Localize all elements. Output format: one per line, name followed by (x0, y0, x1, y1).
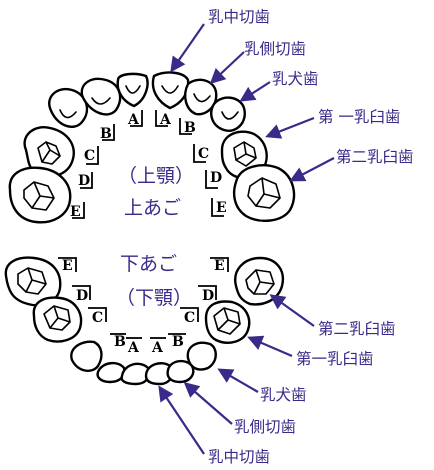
lower-right-lateral-incisor (96, 361, 126, 384)
upper-jaw-label: 上あご (124, 197, 181, 219)
svg-text:E: E (62, 258, 73, 274)
lower-letter-b-left: B (168, 333, 186, 350)
upper-letter-labels: E D C B A A B C (70, 110, 227, 220)
upper-arrow-canine (239, 81, 271, 102)
svg-text:B: B (184, 120, 196, 136)
svg-text:E: E (214, 258, 225, 274)
svg-text:C: C (84, 148, 95, 164)
lower-callout-first-molar: 第一乳臼歯 (296, 350, 374, 368)
lower-arrow-lateral-incisor (183, 381, 233, 425)
upper-arrow-lateral-incisor (209, 51, 245, 85)
upper-teeth (8, 71, 296, 224)
upper-callout-lateral-incisor: 乳側切歯 (244, 40, 306, 58)
lower-letter-c-left: C (180, 307, 199, 326)
upper-right-central-incisor (116, 72, 149, 108)
upper-letter-c-right: C (84, 146, 99, 165)
svg-text:D: D (78, 173, 90, 189)
lower-jaw-label-paren: （下顎） (116, 287, 192, 309)
lower-callout-second-molar: 第二乳臼歯 (318, 320, 396, 338)
lower-jaw-label: 下あご (120, 253, 177, 275)
lower-left-second-molar (234, 256, 285, 306)
upper-left-lateral-incisor (184, 78, 218, 116)
svg-text:B: B (172, 334, 184, 350)
upper-letter-c-left: C (193, 144, 209, 163)
lower-right-first-molar (32, 296, 83, 343)
lower-letter-e-right: E (58, 257, 77, 274)
upper-letter-d-right: D (78, 172, 93, 189)
svg-text:E: E (70, 204, 81, 220)
upper-letter-d-left: D (205, 170, 222, 189)
upper-letter-a-left: A (155, 110, 172, 128)
lower-callout-canine: 乳犬歯 (260, 386, 307, 404)
upper-letter-a-right: A (127, 110, 143, 128)
upper-callout-first-molar: 第 一乳臼歯 (318, 108, 400, 126)
svg-text:C: C (184, 310, 195, 326)
lower-arrow-first-molar (247, 335, 293, 358)
lower-letter-a-left: A (150, 337, 166, 356)
lower-arrow-canine (217, 368, 259, 393)
lower-left-first-molar (204, 300, 251, 344)
lower-right-canine (70, 340, 103, 372)
upper-letter-e-right: E (70, 202, 85, 220)
svg-text:A: A (127, 112, 140, 128)
lower-left-lateral-incisor (166, 359, 195, 384)
upper-left-second-molar (232, 164, 296, 222)
lower-right-second-molar (4, 256, 62, 307)
svg-text:D: D (202, 288, 214, 304)
lower-teeth (4, 256, 285, 386)
upper-right-first-molar (23, 126, 75, 178)
svg-text:C: C (92, 310, 103, 326)
upper-callout-canine: 乳犬歯 (272, 70, 319, 88)
upper-callout-central-incisor: 乳中切歯 (208, 8, 270, 26)
svg-text:A: A (159, 112, 172, 128)
lower-letter-e-left: E (210, 257, 229, 274)
svg-text:C: C (198, 146, 209, 162)
upper-left-canine (210, 96, 246, 132)
svg-text:A: A (127, 340, 140, 356)
svg-text:A: A (151, 340, 164, 356)
upper-arrow-second-molar (289, 157, 335, 182)
lower-left-canine (186, 341, 217, 371)
lower-callout-lateral-incisor: 乳側切歯 (234, 418, 296, 436)
lower-letter-d-left: D (198, 285, 217, 304)
upper-letter-e-left: E (211, 198, 227, 217)
lower-letter-a-right: A (126, 337, 142, 356)
lower-letter-c-right: C (88, 307, 107, 326)
lower-letter-d-right: D (72, 285, 91, 304)
svg-text:E: E (216, 200, 227, 216)
upper-letter-b-left: B (179, 118, 196, 136)
upper-left-central-incisor (151, 71, 190, 110)
upper-arrow-first-molar (265, 116, 315, 139)
svg-text:D: D (76, 288, 88, 304)
svg-text:D: D (210, 170, 222, 186)
upper-jaw-label-paren: （上顎） (118, 165, 194, 187)
lower-callout-central-incisor: 乳中切歯 (208, 448, 270, 466)
lower-letter-b-right: B (110, 333, 126, 350)
upper-callout-second-molar: 第二乳臼歯 (336, 148, 414, 166)
upper-letter-b-right: B (100, 124, 115, 142)
lower-arrow-central-incisor (158, 385, 205, 455)
svg-text:B: B (114, 334, 126, 350)
upper-right-second-molar (8, 166, 72, 224)
svg-text:B: B (100, 126, 112, 142)
upper-arrow-central-incisor (170, 23, 205, 73)
lower-arrow-second-molar (269, 294, 315, 327)
lower-letter-labels: E D C B A A B C (58, 257, 229, 356)
